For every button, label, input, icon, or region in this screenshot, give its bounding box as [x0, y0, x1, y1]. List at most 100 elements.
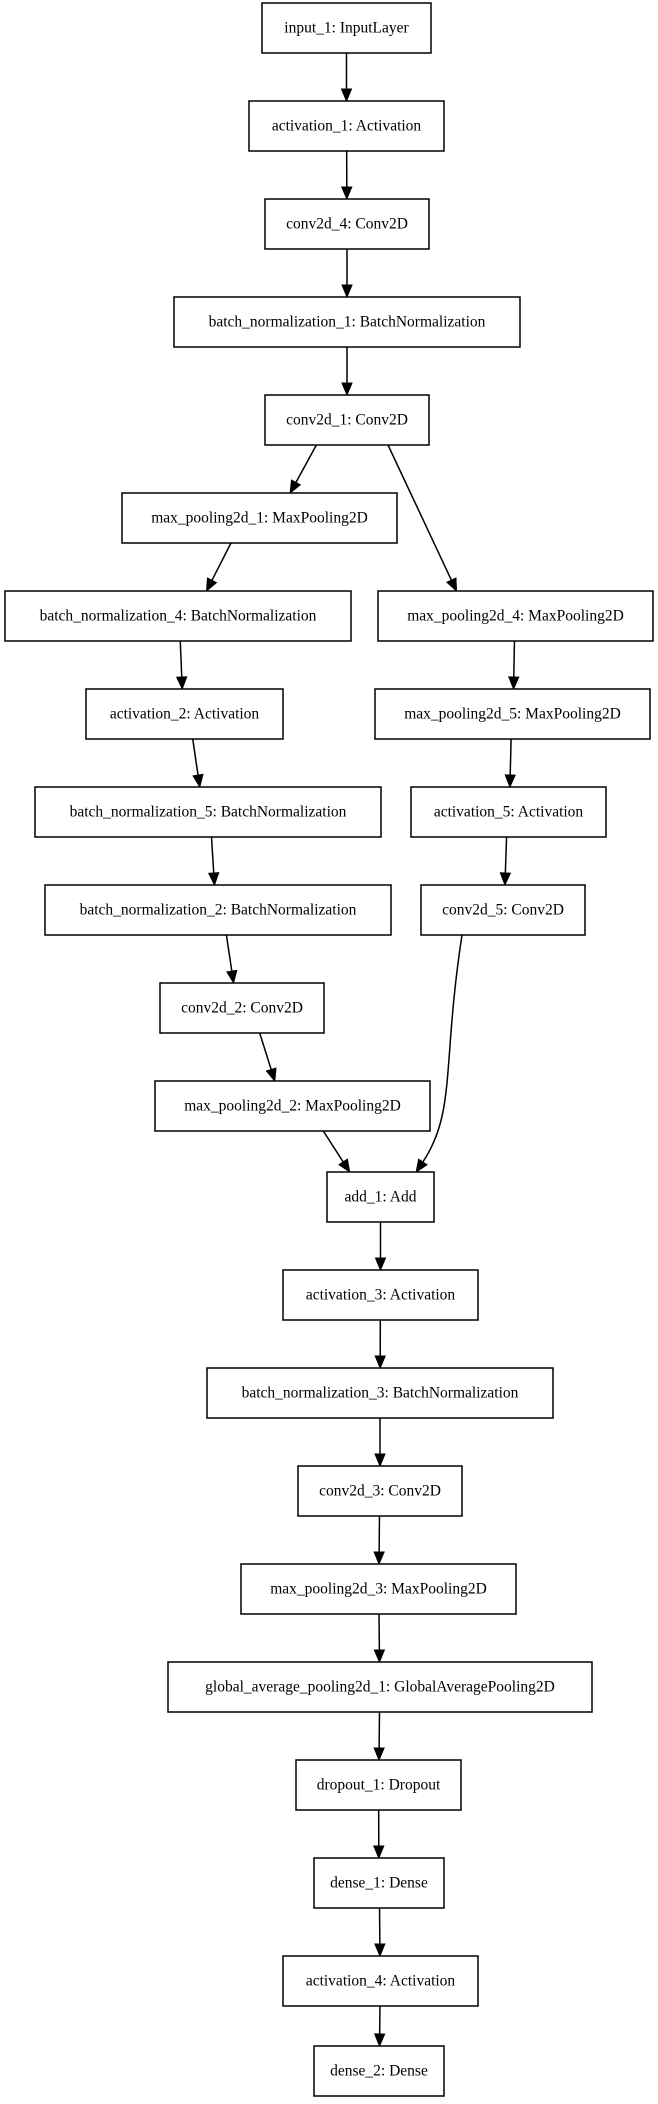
node-add-1: add_1: Add — [326, 1171, 435, 1223]
node-label: batch_normalization_4: BatchNormalizatio… — [40, 608, 317, 625]
edge-dense-1-to-activation-4 — [374, 1907, 386, 1958]
node-max-pooling2d-2: max_pooling2d_2: MaxPooling2D — [154, 1080, 431, 1132]
arrowhead — [373, 1845, 385, 1860]
arrowhead — [207, 872, 220, 887]
node-box — [282, 1955, 479, 2007]
edges-layer — [175, 53, 520, 2048]
edge-add-1-to-activation-3 — [374, 1222, 387, 1272]
arrowhead — [175, 676, 188, 691]
node-box — [261, 2, 432, 54]
edge-dropout-1-to-dense-1 — [373, 1809, 385, 1860]
arrowhead — [415, 1158, 428, 1174]
node-label: conv2d_3: Conv2D — [319, 1483, 441, 1500]
node-box — [282, 1269, 479, 1321]
arrowhead — [446, 577, 458, 593]
node-label: conv2d_5: Conv2D — [442, 902, 564, 919]
arrowhead — [341, 186, 353, 201]
node-activation-4: activation_4: Activation — [282, 1955, 479, 2007]
node-activation-2: activation_2: Activation — [85, 688, 284, 740]
edge-batch-normalization-4-to-activation-2 — [175, 640, 188, 691]
node-batch-normalization-5: batch_normalization_5: BatchNormalizatio… — [34, 786, 382, 838]
node-label: global_average_pooling2d_1: GlobalAverag… — [205, 1679, 555, 1696]
edge-line — [422, 934, 463, 1163]
edge-global-average-pooling2d-1-to-dropout-1 — [373, 1711, 385, 1762]
node-max-pooling2d-5: max_pooling2d_5: MaxPooling2D — [374, 688, 651, 740]
node-max-pooling2d-3: max_pooling2d_3: MaxPooling2D — [240, 1563, 517, 1615]
edge-line — [513, 640, 516, 678]
node-label: dense_2: Dense — [330, 2063, 428, 2080]
node-box — [295, 1759, 462, 1811]
edge-activation-3-to-batch-normalization-3 — [374, 1319, 386, 1370]
node-global-average-pooling2d-1: global_average_pooling2d_1: GlobalAverag… — [167, 1661, 593, 1713]
edge-max-pooling2d-4-to-max-pooling2d-5 — [508, 640, 520, 691]
node-dropout-1: dropout_1: Dropout — [295, 1759, 462, 1811]
arrowhead — [289, 479, 302, 495]
node-label: max_pooling2d_1: MaxPooling2D — [151, 510, 368, 527]
arrowhead — [341, 382, 353, 397]
node-dense-2: dense_2: Dense — [313, 2045, 445, 2097]
node-label: add_1: Add — [345, 1189, 417, 1206]
node-label: activation_4: Activation — [306, 1973, 456, 1990]
node-box — [44, 884, 392, 936]
node-box — [248, 100, 445, 152]
arrowhead — [504, 774, 516, 789]
arrowhead — [373, 1551, 385, 1566]
edge-max-pooling2d-3-to-global-average-pooling2d-1 — [373, 1613, 386, 1664]
edge-line — [211, 542, 232, 581]
node-dense-1: dense_1: Dense — [313, 1857, 445, 1909]
node-activation-3: activation_3: Activation — [282, 1269, 479, 1321]
node-conv2d-4: conv2d_4: Conv2D — [264, 198, 430, 250]
node-batch-normalization-1: batch_normalization_1: BatchNormalizatio… — [173, 296, 521, 348]
node-batch-normalization-2: batch_normalization_2: BatchNormalizatio… — [44, 884, 392, 936]
node-box — [410, 786, 607, 838]
node-conv2d-1: conv2d_1: Conv2D — [264, 394, 430, 446]
node-box — [377, 590, 654, 642]
node-box — [326, 1171, 435, 1223]
node-box — [313, 2045, 445, 2097]
edge-activation-4-to-dense-2 — [373, 2005, 386, 2048]
edge-conv2d-2-to-max-pooling2d-2 — [258, 1032, 277, 1083]
arrowhead — [374, 1355, 386, 1370]
node-conv2d-2: conv2d_2: Conv2D — [159, 982, 325, 1034]
node-label: max_pooling2d_3: MaxPooling2D — [270, 1581, 487, 1598]
edge-activation-5-to-conv2d-5 — [499, 836, 512, 887]
edge-max-pooling2d-2-to-add-1 — [322, 1130, 351, 1174]
arrowhead — [340, 88, 353, 103]
arrowhead — [373, 1649, 386, 1664]
node-conv2d-5: conv2d_5: Conv2D — [420, 884, 586, 936]
node-batch-normalization-3: batch_normalization_3: BatchNormalizatio… — [206, 1367, 554, 1419]
edge-conv2d-4-to-batch-normalization-1 — [341, 249, 353, 299]
node-label: activation_3: Activation — [306, 1287, 456, 1304]
arrowhead — [508, 676, 520, 691]
edge-batch-normalization-5-to-batch-normalization-2 — [207, 836, 220, 887]
arrowhead — [226, 969, 238, 985]
node-label: conv2d_2: Conv2D — [181, 1000, 303, 1017]
arrowhead — [341, 284, 353, 299]
node-box — [173, 296, 521, 348]
node-box — [34, 786, 382, 838]
edge-line — [509, 738, 512, 776]
node-label: dense_1: Dense — [330, 1875, 428, 1892]
arrowhead — [265, 1067, 277, 1083]
node-label: activation_2: Activation — [110, 706, 260, 723]
node-label: max_pooling2d_5: MaxPooling2D — [404, 706, 621, 723]
edge-line — [179, 640, 183, 678]
node-label: activation_1: Activation — [272, 118, 422, 135]
arrowhead — [373, 1747, 385, 1762]
edge-conv2d-5-to-add-1 — [415, 934, 463, 1174]
node-batch-normalization-4: batch_normalization_4: BatchNormalizatio… — [4, 590, 352, 642]
edge-max-pooling2d-1-to-batch-normalization-4 — [205, 542, 232, 593]
edge-activation-1-to-conv2d-4 — [341, 150, 353, 201]
edge-line — [191, 738, 199, 776]
node-box — [85, 688, 284, 740]
edge-batch-normalization-1-to-conv2d-1 — [341, 347, 353, 397]
node-max-pooling2d-4: max_pooling2d_4: MaxPooling2D — [377, 590, 654, 642]
node-activation-1: activation_1: Activation — [248, 100, 445, 152]
arrowhead — [338, 1158, 351, 1174]
node-label: batch_normalization_5: BatchNormalizatio… — [70, 804, 347, 821]
node-activation-5: activation_5: Activation — [410, 786, 607, 838]
arrowhead — [205, 577, 218, 593]
node-box — [159, 982, 325, 1034]
node-label: batch_normalization_2: BatchNormalizatio… — [80, 902, 357, 919]
